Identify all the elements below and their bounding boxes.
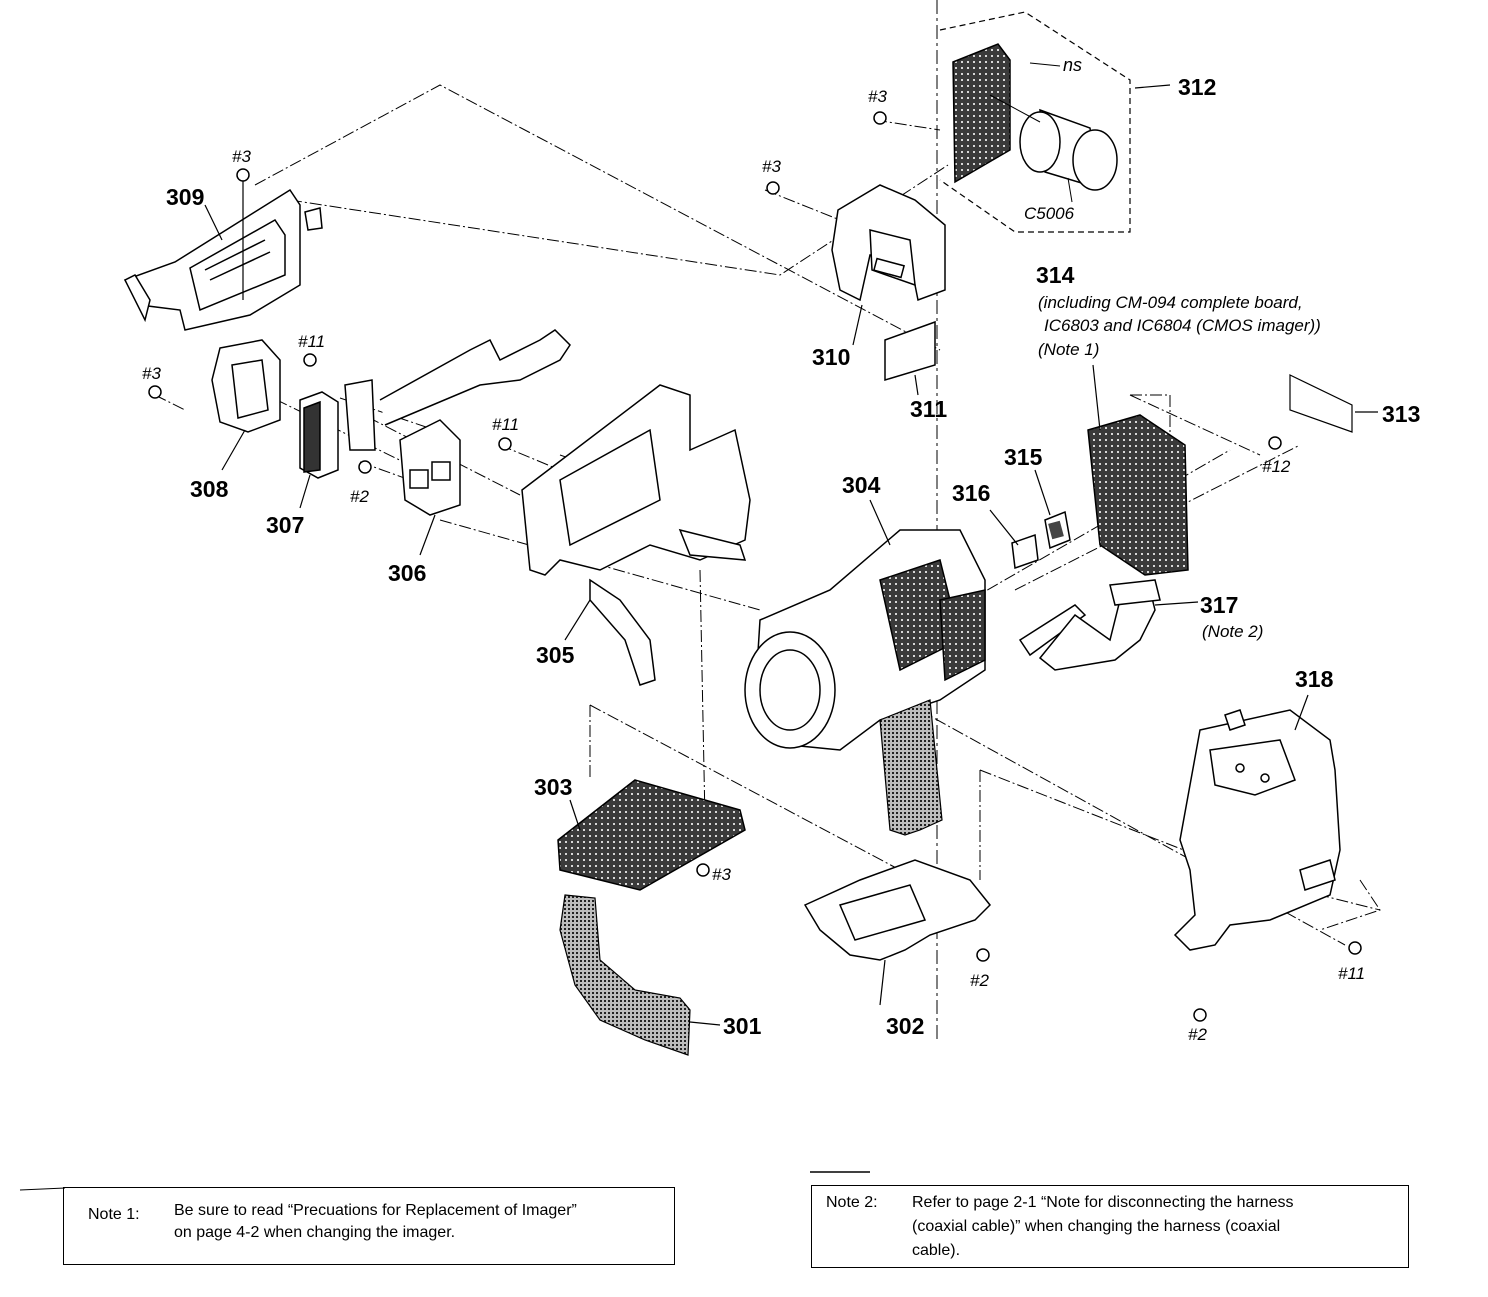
part-label-305: 305 [536,642,575,668]
p303-board [557,779,746,891]
screw-label: #11 [1338,964,1366,983]
screw-label: #2 [1188,1025,1207,1044]
note-1-line1: Be sure to read “Precuations for Replace… [174,1202,577,1219]
note-1-line2: on page 4-2 when changing the imager. [174,1224,456,1241]
p317-note-ref: (Note 2) [1202,622,1264,641]
p317-harness [1018,579,1161,671]
lens-flex-cable [879,699,943,836]
p301-flex [559,894,691,1056]
upper-flex-cable [379,329,571,426]
p305-frame [521,384,751,686]
part-label-315: 315 [1004,444,1043,470]
part-label-307: 307 [266,512,305,538]
p314-note-ref: (Note 1) [1038,340,1100,359]
part-label-303: 303 [534,774,573,800]
p311-sheet [884,320,936,382]
part-label-318: 318 [1295,666,1334,692]
note-2-box: Note 2: Refer to page 2-1 “Note for disc… [811,1185,1409,1268]
screw-label: #3 [232,147,251,166]
part-label-306: 306 [388,560,427,586]
screw-label: #11 [492,415,520,434]
p308-bracket [211,339,281,433]
screws [148,111,1362,1022]
p318-frame [1173,709,1341,951]
part-label-312: 312 [1178,74,1217,100]
part-label-311: 311 [910,396,948,422]
p302-base [803,859,992,961]
part-label-310: 310 [812,344,851,370]
leader-lines [204,84,1378,1026]
part-label-316: 316 [952,480,991,506]
note-1-box: Note 1: Be sure to read “Precuations for… [63,1187,675,1265]
p314-description-line2: IC6803 and IC6804 (CMOS imager)) [1044,316,1321,335]
ns-label: ns [1063,55,1083,75]
screw-label: #2 [350,487,369,506]
note-2-line2: (coaxial cable)” when changing the harne… [912,1218,1281,1235]
part-label-313: 313 [1382,401,1421,427]
c5006-capacitor [1019,108,1118,191]
part-label-308: 308 [190,476,229,502]
p314-description-line1: (including CM-094 complete board, [1038,293,1303,312]
p314-board [1087,414,1189,576]
p306-part [344,379,461,516]
part-label-302: 302 [886,1013,925,1039]
part-label-317: 317 [1200,592,1239,618]
p312-group-boundary [939,11,1131,233]
note-2-line1: Refer to page 2-1 “Note for disconnectin… [912,1194,1294,1211]
part-label-301: 301 [723,1013,762,1039]
note-2-line3: cable). [912,1242,961,1259]
p310-bracket [831,184,946,302]
p313-sheet [1289,374,1353,433]
part-label-309: 309 [166,184,205,210]
p312-board [952,43,1011,184]
c5006-label: C5006 [1024,204,1075,223]
p304-lens-block [744,529,986,751]
note-2-label: Note 2: [826,1194,878,1211]
part-label-314: 314 [1036,262,1075,288]
p307-knob [299,391,339,479]
screw-label: #3 [142,364,161,383]
note-1-label: Note 1: [88,1206,140,1223]
screw-label: #12 [1262,457,1291,476]
p316-chip [1011,533,1039,570]
screw-label: #3 [868,87,887,106]
p309-shield [123,188,323,331]
screw-label: #11 [298,332,326,351]
part-label-304: 304 [842,472,881,498]
screw-label: #2 [970,971,989,990]
screw-label: #3 [712,865,731,884]
screw-label: #3 [762,157,781,176]
